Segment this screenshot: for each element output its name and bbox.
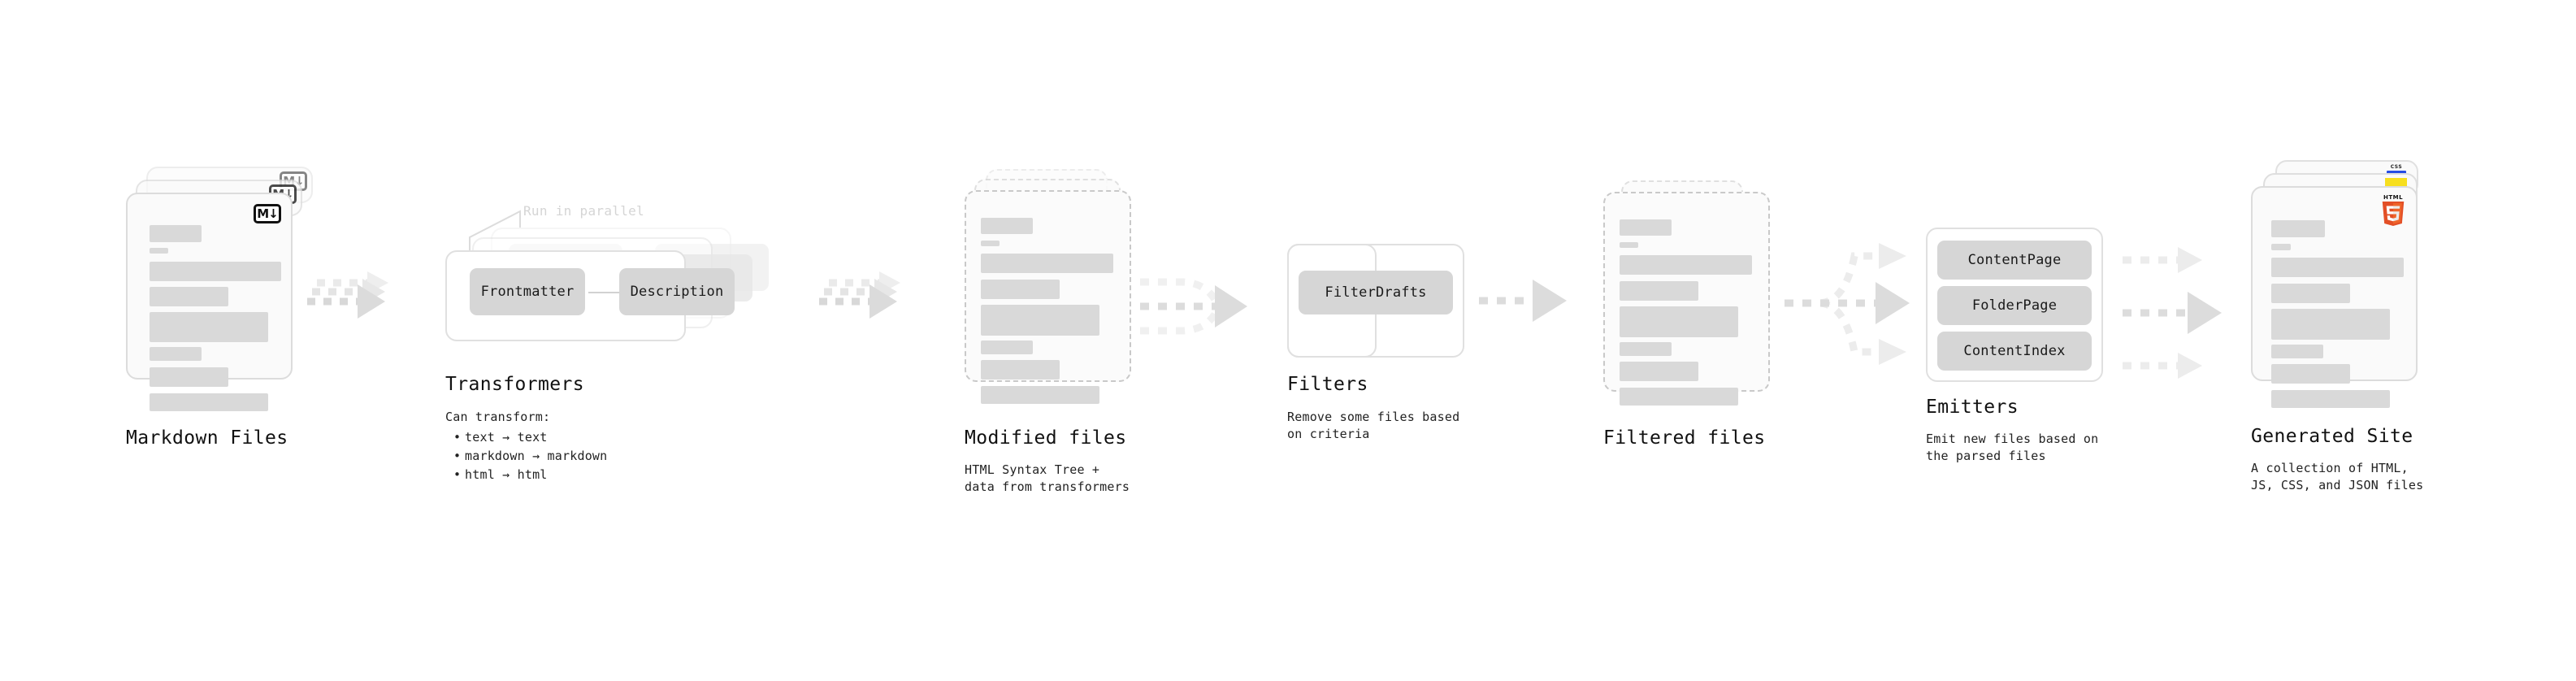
file-bar [150, 312, 268, 342]
file-bar [2271, 284, 2350, 303]
filters-subtitle: Remove some files based on criteria [1287, 410, 1460, 441]
bullet-item: •text → text [453, 430, 548, 445]
modified-files-subtitle: HTML Syntax Tree + data from transformer… [965, 462, 1130, 494]
file-bar [2271, 244, 2291, 250]
file-bar [150, 225, 202, 242]
file-bar [1620, 281, 1698, 301]
html5-badge: HTML [2379, 194, 2407, 227]
filtered-files-title: Filtered files [1603, 427, 1766, 449]
file-bar [981, 305, 1099, 336]
file-bar [150, 367, 228, 387]
file-bar [1620, 388, 1738, 406]
file-bar [981, 360, 1060, 380]
run-in-parallel-label: Run in parallel [523, 203, 644, 219]
file-bar [1620, 342, 1672, 356]
filters-title: Filters [1287, 374, 1368, 395]
file-bar [2271, 364, 2350, 384]
file-bar [2271, 309, 2390, 340]
transformers-bullets: •text → text •markdown → markdown •html … [453, 428, 607, 484]
file-bar [2271, 390, 2390, 408]
transformers-subtitle: Can transform: [445, 410, 551, 424]
file-bar [1620, 242, 1638, 248]
bullet-item: •markdown → markdown [453, 449, 608, 463]
file-bar [2271, 220, 2325, 237]
file-bar [150, 393, 268, 411]
connector-md-to-transformers [307, 271, 388, 319]
file-bar [150, 287, 228, 306]
connector-modified-to-filters [1140, 278, 1247, 335]
file-bar [1620, 219, 1672, 236]
file-bar [981, 254, 1113, 273]
file-bar [981, 386, 1099, 404]
css-badge-bar [2387, 171, 2406, 174]
file-bar [981, 340, 1033, 354]
file-bar [1620, 306, 1738, 337]
html5-badge-label: HTML [2383, 194, 2404, 201]
emitters-title: Emitters [1926, 397, 2019, 418]
generated-site-title: Generated Site [2251, 426, 2413, 447]
emitter-chip-contentpage[interactable]: ContentPage [1937, 241, 2092, 280]
file-bar [150, 262, 281, 281]
file-bar [150, 347, 202, 361]
markdown-badge: M↓ [254, 204, 281, 223]
generated-site-subtitle: A collection of HTML, JS, CSS, and JSON … [2251, 461, 2424, 492]
file-bar [150, 248, 168, 254]
file-bar [981, 218, 1033, 234]
file-bar [1620, 362, 1698, 381]
css-badge-label: CSS [2390, 164, 2403, 170]
file-bar [2271, 258, 2404, 277]
transformer-chip-frontmatter[interactable]: Frontmatter [470, 268, 585, 315]
file-bar [2271, 345, 2323, 358]
file-bar [1620, 255, 1752, 275]
modified-files-title: Modified files [965, 427, 1127, 449]
modified-file-card [965, 190, 1131, 404]
bullet-item: •html → html [453, 467, 548, 482]
file-bar [981, 280, 1060, 299]
site-file-card: HTML [2251, 186, 2418, 408]
css3-badge: CSS [2386, 164, 2407, 178]
markdown-files-title: Markdown Files [126, 427, 288, 449]
markdown-file-card: M↓ [126, 193, 293, 411]
filtered-file-card [1603, 192, 1770, 406]
file-bar [981, 241, 1000, 246]
connector-transformers-to-modified [819, 271, 900, 319]
connector-filtered-to-emitters [1785, 243, 1910, 365]
connector-emitters-to-site [2123, 247, 2222, 379]
emitters-subtitle: Emit new files based on the parsed files [1926, 432, 2099, 463]
transformers-title: Transformers [445, 374, 584, 395]
filter-chip-filterdrafts[interactable]: FilterDrafts [1299, 271, 1453, 314]
emitter-chip-contentindex[interactable]: ContentIndex [1937, 332, 2092, 371]
emitter-chip-folderpage[interactable]: FolderPage [1937, 286, 2092, 325]
transformer-chip-description[interactable]: Description [619, 268, 735, 315]
connector-filters-to-filtered [1479, 280, 1567, 322]
filters-box-outline [1287, 244, 1464, 358]
